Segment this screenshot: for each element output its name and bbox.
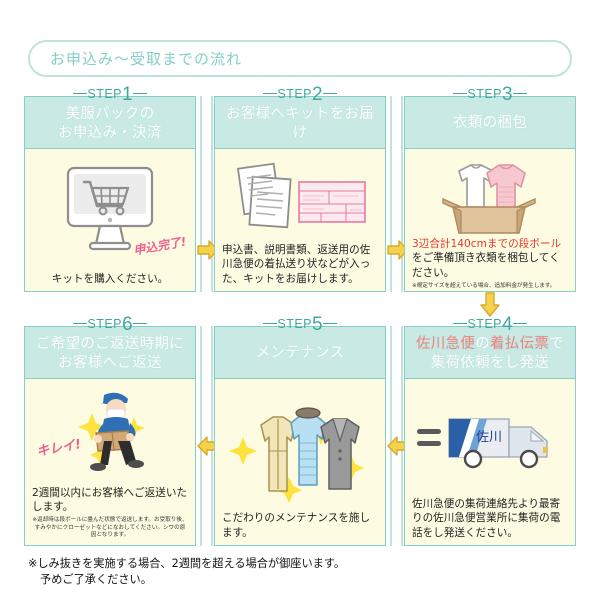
arrow-step4-to-step5 — [386, 326, 409, 546]
step-5-description: こだわりのメンテナンスを施します。 — [222, 512, 371, 539]
footer-note-line1: ※しみ抜きを実施する場合、2週間を超える場合が御座います。 — [28, 557, 346, 570]
arrow-step5-to-step6 — [196, 326, 219, 546]
delivery-person-icon: キレイ! — [32, 385, 188, 486]
step-card-2[interactable]: STEP2 お客様へキットをお届け — [214, 84, 386, 292]
step-4-body: 佐川 佐川急便の集荷連絡先より最寄りの佐川急便営業所に集荷の電話をし発送ください… — [405, 379, 575, 545]
step-3-title: 衣類の梱包 — [453, 115, 527, 132]
step-4-title-line2: 集荷依頼をし発送 — [430, 354, 550, 371]
step-1-title-line1: 美服パックの — [65, 106, 155, 123]
step-6-title-line2: お客様へご返送 — [58, 354, 162, 371]
step-3-note: ※規定サイズを超えている場合、追加料金が発生します。 — [412, 282, 556, 289]
step-card-4[interactable]: STEP4 佐川急便の着払伝票で 集荷依頼をし発送 — [404, 314, 576, 546]
step-1-title-line2: お申込み・決済 — [58, 124, 162, 141]
step-4-title-part-2: の — [475, 336, 490, 353]
step-card-1[interactable]: STEP1 美服パックの お申込み・決済 — [24, 84, 196, 292]
step-2-description: 申込書、説明書類、返送用の佐川急便の着払送り状などが入った、キットをお届けします… — [222, 244, 371, 285]
steps-row-bottom: STEP6 ご希望のご返送時期に お客様へご返送 — [24, 314, 576, 546]
step-3-description-red: 3辺合計140cmまでの段ボール — [412, 238, 562, 250]
step-4-title-part-3: 着払伝票 — [490, 336, 550, 353]
step-6-title-line1: ご希望のご返送時期に — [36, 336, 184, 353]
steps-row-top: STEP1 美服パックの お申込み・決済 — [24, 84, 576, 317]
step-card-3[interactable]: STEP3 衣類の梱包 — [404, 84, 576, 317]
step-3-header: 衣類の梱包 — [405, 97, 575, 149]
step-4-description: 佐川急便の集荷連絡先より最寄りの佐川急便営業所に集荷の電話をし発送ください。 — [412, 498, 561, 539]
step-4-title-part-1: 佐川急便 — [415, 336, 476, 353]
footer-note: ※しみ抜きを実施する場合、2週間を超える場合が御座います。 予めご了承ください。 — [28, 556, 345, 588]
step-6-body: キレイ! 2週間以内にお客様へご返送いたします。 ※返却時は段ボールに畳んだ状態… — [25, 379, 195, 545]
arrow-step1-to-step2 — [196, 96, 219, 292]
step-3-description-rest: をご準備頂き衣類を梱包してください。 — [412, 252, 560, 279]
step-5-body: こだわりのメンテナンスを施します。 — [215, 379, 385, 545]
step-6-description: 2週間以内にお客様へご返送いたします。 — [32, 486, 188, 514]
documents-invoice-icon — [222, 155, 378, 243]
step-2-title: お客様へキットをお届け — [226, 106, 374, 141]
step-1-description: キットを購入ください。 — [51, 272, 169, 285]
step-3-body: 3辺合計140cmまでの段ボールをご準備頂き衣類を梱包してください。 ※規定サイ… — [405, 149, 575, 295]
step-1-header: 美服パックの お申込み・決済 — [25, 97, 195, 149]
box-clothes-icon — [412, 155, 568, 237]
coats-sparkle-icon — [222, 385, 378, 511]
page-title: お申込み〜受取までの流れ — [50, 50, 243, 68]
page-title-bar: お申込み〜受取までの流れ — [28, 40, 572, 77]
delivery-truck-icon: 佐川 — [412, 385, 568, 497]
step-5-header: メンテナンス — [215, 327, 385, 379]
footer-note-line2: 予めご了承ください。 — [40, 573, 152, 587]
step-card-5[interactable]: STEP5 メンテナンス — [214, 314, 386, 546]
step-card-6[interactable]: STEP6 ご希望のご返送時期に お客様へご返送 — [24, 314, 196, 546]
step-4-header: 佐川急便の着払伝票で 集荷依頼をし発送 — [405, 327, 575, 379]
step-6-note: ※返却時は段ボールに畳んだ状態で返送します。お受取り後、すみやかにクローゼットな… — [32, 517, 188, 539]
step-2-body: 申込書、説明書類、返送用の佐川急便の着払送り状などが入った、キットをお届けします… — [215, 149, 385, 291]
steps-grid: STEP1 美服パックの お申込み・決済 — [24, 84, 576, 546]
step-6-header: ご希望のご返送時期に お客様へご返送 — [25, 327, 195, 379]
step-1-body: 申込完了! キットを購入ください。 — [25, 149, 195, 291]
arrow-step3-to-step4 — [478, 292, 502, 318]
step-3-description: 3辺合計140cmまでの段ボールをご準備頂き衣類を梱包してください。 — [412, 237, 568, 280]
truck-label: 佐川 — [476, 430, 502, 445]
monitor-cart-icon: 申込完了! — [32, 155, 188, 272]
step-5-title: メンテナンス — [255, 345, 345, 362]
step-2-header: お客様へキットをお届け — [215, 97, 385, 149]
arrow-step2-to-step3 — [386, 96, 409, 292]
step-4-title-part-4: で — [549, 336, 565, 353]
